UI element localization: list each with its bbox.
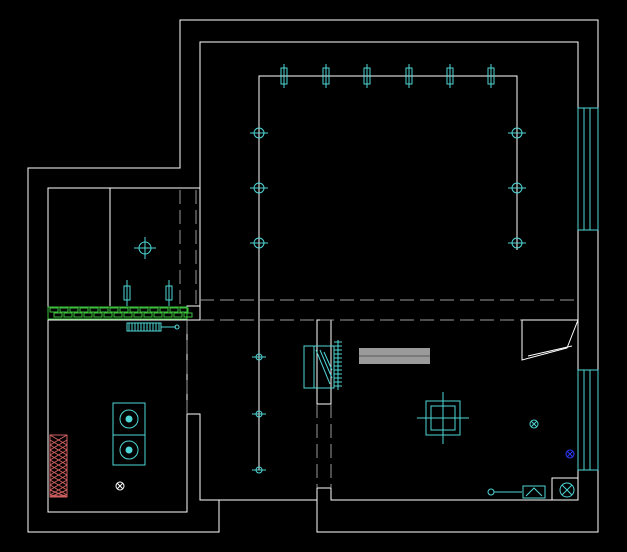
- ceiling-light-icon: [508, 182, 526, 194]
- tile: [133, 312, 143, 318]
- small-light-icon: [252, 353, 266, 361]
- tile-strip: [47, 306, 193, 320]
- hatch-line: [49, 459, 68, 471]
- spot-light-icon: [322, 64, 330, 88]
- socket-icon: [115, 481, 125, 491]
- spot-light-icon: [446, 64, 454, 88]
- hatch-line: [49, 434, 68, 446]
- tile: [149, 307, 159, 313]
- dimension-label: 1000: [92, 550, 133, 552]
- tile: [153, 312, 163, 318]
- tile: [49, 307, 59, 313]
- hatch-line: [49, 464, 68, 476]
- tile: [73, 312, 83, 318]
- tile: [129, 307, 139, 313]
- tile: [159, 307, 169, 313]
- tile: [79, 307, 89, 313]
- spot-light-icon: [280, 64, 288, 88]
- ceiling-square-light-icon: [417, 392, 469, 444]
- kitchen-light-icon: [134, 237, 156, 259]
- hatch-line: [49, 469, 68, 481]
- tile: [123, 312, 133, 318]
- fan-icon: [303, 340, 342, 390]
- socket-icon: [529, 419, 539, 429]
- window-right-lower: [577, 369, 599, 471]
- ceiling-light-icon: [250, 127, 268, 139]
- ceiling-light-icon: [250, 237, 268, 249]
- small-light-icon: [252, 410, 266, 418]
- hatch-line: [49, 479, 68, 491]
- dimension-label: 90: [428, 550, 448, 552]
- small-light-icon: [252, 466, 266, 474]
- tile: [109, 307, 119, 313]
- hatch-line: [49, 444, 68, 456]
- tile: [163, 312, 173, 318]
- tile: [173, 312, 183, 318]
- boiler-equipment: [487, 485, 546, 499]
- ceiling-light-icon: [250, 182, 268, 194]
- dimension-label: 1140: [233, 550, 274, 552]
- hatch-line: [49, 494, 68, 498]
- ceiling-lights: [250, 127, 526, 474]
- ceiling-light-icon: [508, 237, 526, 249]
- spot-light-icon: [487, 64, 495, 88]
- tile: [183, 312, 193, 318]
- hatch-line: [49, 439, 68, 451]
- tile: [59, 307, 69, 313]
- tile: [113, 312, 123, 318]
- hatch-line: [49, 449, 68, 461]
- socket-icon: [565, 449, 575, 459]
- dimension-labels: 1000 1140 90: [92, 550, 448, 552]
- tile: [143, 312, 153, 318]
- radiator-icon: [126, 322, 180, 332]
- tile: [63, 312, 73, 318]
- spotlights: [280, 64, 495, 88]
- spot-light-icon: [405, 64, 413, 88]
- corner-cabinet: [521, 319, 579, 361]
- lighting-rail: [258, 75, 518, 470]
- tile: [179, 307, 189, 313]
- tile: [139, 307, 149, 313]
- tile: [53, 312, 63, 318]
- window-right-upper: [577, 107, 599, 231]
- tile: [93, 312, 103, 318]
- tile: [103, 312, 113, 318]
- table-bar: [359, 348, 430, 364]
- ceiling-light-icon: [508, 127, 526, 139]
- lamp-symbol-icon: [123, 280, 173, 306]
- tile: [69, 307, 79, 313]
- tile: [99, 307, 109, 313]
- hatch-line: [49, 454, 68, 466]
- tile: [89, 307, 99, 313]
- tile: [83, 312, 93, 318]
- hatch-line: [49, 484, 68, 496]
- tile: [119, 307, 129, 313]
- tile: [169, 307, 179, 313]
- hatched-cabinet: [49, 434, 68, 498]
- hatch-line: [49, 474, 68, 486]
- gas-stove-icon: [112, 402, 146, 466]
- spot-light-icon: [363, 64, 371, 88]
- fan-icon: [551, 477, 579, 501]
- dashed-lines: [179, 190, 578, 488]
